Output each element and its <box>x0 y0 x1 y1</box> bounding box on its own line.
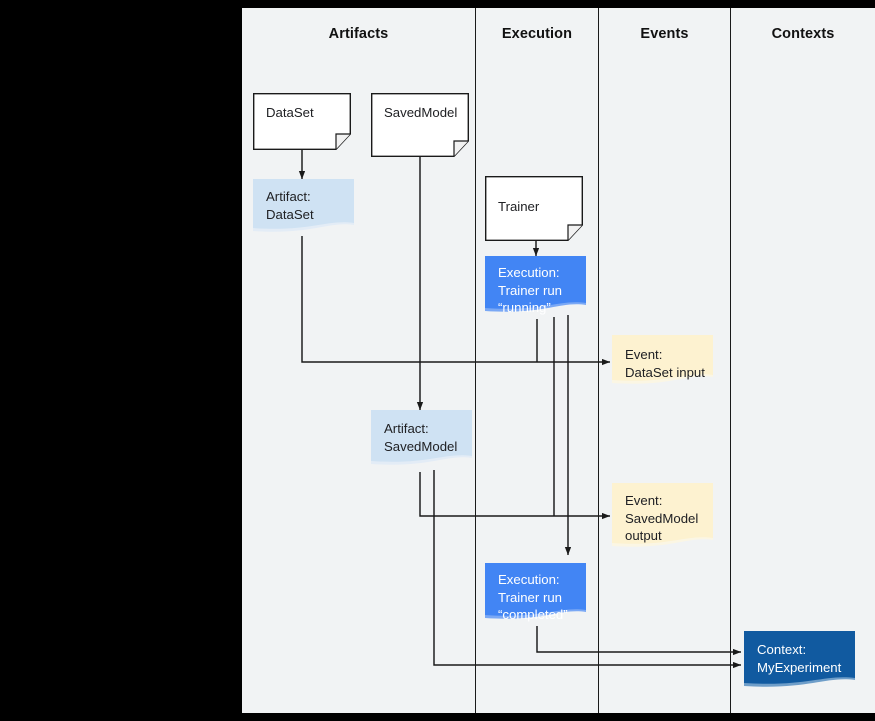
trainer-type-label: Trainer <box>498 199 540 214</box>
execution-completed-label: Execution: Trainer run “completed” <box>498 572 568 622</box>
connector-layer <box>298 149 742 669</box>
execution-running-shape <box>485 256 586 312</box>
diagram-canvas: Artifacts Execution Events Contexts <box>242 8 875 713</box>
savedmodel-type-label: SavedModel <box>384 105 458 120</box>
artifact-dataset-label: Artifact: DataSet <box>266 189 314 222</box>
swimlane-divider-execution-events <box>598 8 599 713</box>
event-savedmodel-output-label: Event: SavedModel output <box>625 493 699 543</box>
node-trainer-type[interactable]: Trainer <box>485 176 583 241</box>
artifact-dataset-shape <box>253 179 354 232</box>
context-myexperiment-label: Context: MyExperiment <box>757 642 842 675</box>
column-header-contexts: Contexts <box>771 26 835 42</box>
dataset-type-shape <box>253 93 351 150</box>
swimlane-divider-events-contexts <box>730 8 731 713</box>
execution-running-label: Execution: Trainer run “running” <box>498 265 563 315</box>
wire-artifact-savedmodel-to-context <box>433 470 742 669</box>
node-execution-completed[interactable]: Execution: Trainer run “completed” <box>485 563 586 626</box>
wire-execution-completed-to-context <box>536 626 742 656</box>
node-artifact-savedmodel[interactable]: Artifact: SavedModel <box>371 410 472 472</box>
column-header-execution: Execution <box>501 26 573 42</box>
node-dataset-type[interactable]: DataSet <box>253 93 351 150</box>
column-header-artifacts: Artifacts <box>328 26 389 42</box>
node-savedmodel-type[interactable]: SavedModel <box>371 93 469 157</box>
node-artifact-dataset[interactable]: Artifact: DataSet <box>253 179 354 239</box>
swimlane-divider-artifacts-execution <box>475 8 476 713</box>
event-savedmodel-output-shape <box>612 483 713 547</box>
trainer-type-shape <box>485 176 583 241</box>
node-event-dataset-input[interactable]: Event: DataSet input <box>612 335 713 390</box>
node-event-savedmodel-output[interactable]: Event: SavedModel output <box>612 483 713 553</box>
context-myexperiment-shape <box>744 631 855 687</box>
savedmodel-type-shape <box>371 93 469 157</box>
node-execution-running[interactable]: Execution: Trainer run “running” <box>485 256 586 319</box>
event-dataset-input-label: Event: DataSet input <box>625 347 705 380</box>
node-context-myexperiment[interactable]: Context: MyExperiment <box>744 631 855 694</box>
artifact-savedmodel-shape <box>371 410 472 465</box>
wire-artifact-savedmodel-to-event-savedmodel-output <box>419 472 611 520</box>
event-dataset-input-shape <box>612 335 713 384</box>
column-header-events: Events <box>640 26 689 42</box>
execution-completed-shape <box>485 563 586 619</box>
artifact-savedmodel-label: Artifact: SavedModel <box>384 421 458 454</box>
wire-artifact-dataset-to-event-dataset-input <box>301 236 611 366</box>
dataset-type-label: DataSet <box>266 105 314 120</box>
